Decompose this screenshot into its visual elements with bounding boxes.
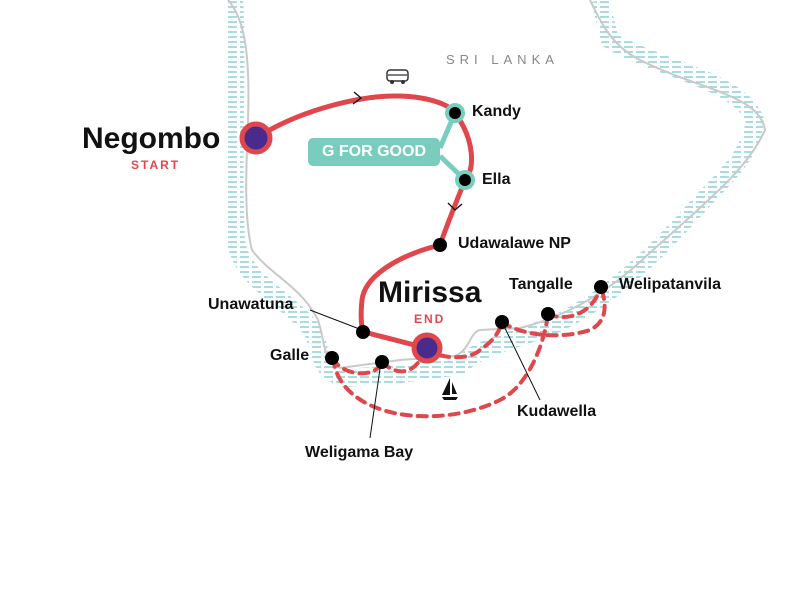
- stop-label-kudawella: Kudawella: [517, 403, 597, 420]
- stop-label-weligama: Weligama Bay: [305, 444, 414, 461]
- stop-label-unawatuna: Unawatuna: [208, 296, 294, 313]
- stop-marker-ella[interactable]: [459, 174, 471, 186]
- stop-marker-udawalawe[interactable]: [433, 238, 447, 252]
- end-marker[interactable]: [411, 332, 443, 364]
- stop-label-ella: Ella: [482, 171, 511, 188]
- country-label: SRI LANKA: [446, 52, 559, 67]
- stop-marker-kudawella[interactable]: [495, 315, 509, 329]
- direction-arrow: [447, 202, 463, 211]
- end-tag: END: [414, 312, 446, 326]
- stop-marker-welipatanvila[interactable]: [594, 280, 608, 294]
- west-coast-water: [225, 0, 765, 388]
- direction-arrow: [352, 91, 363, 105]
- start-city-label: Negombo: [82, 122, 221, 155]
- g-for-good-badge[interactable]: G FOR GOOD: [308, 138, 440, 166]
- bus-icon: [386, 69, 409, 84]
- stop-label-kandy: Kandy: [472, 103, 521, 120]
- stop-marker-unawatuna[interactable]: [356, 325, 370, 339]
- start-tag: START: [131, 158, 181, 172]
- stop-label-welipatanvila: Welipatanvila: [619, 276, 721, 293]
- sailboat-icon: [442, 378, 458, 400]
- stop-label-tangalle: Tangalle: [509, 276, 573, 293]
- end-city-label: Mirissa: [378, 276, 482, 309]
- stop-label-udawalawe: Udawalawe NP: [458, 235, 571, 252]
- start-marker[interactable]: [239, 121, 273, 155]
- stop-marker-kandy[interactable]: [449, 107, 461, 119]
- coastline: [227, 0, 767, 370]
- stop-marker-galle[interactable]: [325, 351, 339, 365]
- stop-marker-weligama[interactable]: [375, 355, 389, 369]
- stop-label-galle: Galle: [270, 347, 310, 364]
- stop-marker-tangalle[interactable]: [541, 307, 555, 321]
- leader-lines: [309, 309, 541, 439]
